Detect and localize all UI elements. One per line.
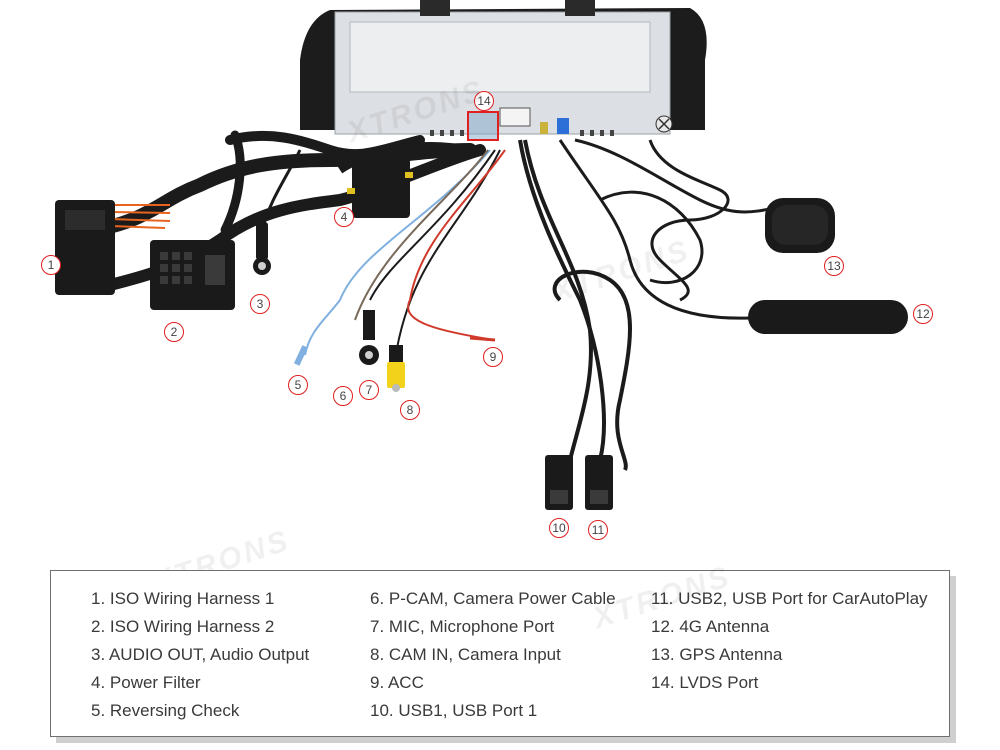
legend-item: 8. CAM IN, Camera Input [370, 645, 561, 664]
callout-13: 13 [824, 256, 844, 276]
svg-text:10: 10 [552, 521, 566, 535]
signal-wires [304, 149, 506, 361]
svg-text:11: 11 [592, 523, 605, 537]
legend-item: 1. ISO Wiring Harness 1 [91, 589, 275, 608]
svg-text:2: 2 [171, 325, 178, 339]
legend-column-2: 6. P-CAM, Camera Power Cable 7. MIC, Mic… [370, 585, 616, 725]
gps-antenna [765, 198, 835, 253]
wiring-diagram: 1 2 3 4 5 6 7 8 9 10 11 12 13 14 [41, 0, 933, 540]
legend: XTRONS 1. ISO Wiring Harness 1 2. ISO Wi… [50, 560, 950, 737]
usb2-connector [585, 455, 613, 510]
callout-14: 14 [474, 91, 494, 111]
svg-text:8: 8 [407, 403, 414, 417]
legend-item: 2. ISO Wiring Harness 2 [91, 617, 275, 636]
cam-in-rca [387, 345, 405, 392]
4g-antenna [748, 300, 908, 334]
callout-9: 9 [483, 347, 503, 367]
legend-item: 12. 4G Antenna [651, 617, 770, 636]
legend-item: 5. Reversing Check [91, 701, 240, 720]
callout-4: 4 [334, 207, 354, 227]
legend-column-3: 11. USB2, USB Port for CarAutoPlay 12. 4… [651, 585, 928, 697]
legend-item: 9. ACC [370, 673, 424, 692]
usb1-connector [545, 455, 573, 510]
acc-wire-tip [469, 336, 496, 342]
callout-6: 6 [333, 386, 353, 406]
reversing-check-tip [293, 345, 308, 366]
head-unit [300, 0, 707, 136]
audio-out-cable [253, 149, 302, 275]
svg-text:6: 6 [340, 389, 347, 403]
svg-text:1: 1 [48, 258, 55, 272]
orange-wires [109, 204, 171, 229]
legend-item: 11. USB2, USB Port for CarAutoPlay [651, 589, 928, 608]
callout-5: 5 [288, 375, 308, 395]
svg-text:9: 9 [490, 350, 497, 364]
iso-connector-1 [55, 200, 115, 295]
legend-item: 13. GPS Antenna [651, 645, 783, 664]
svg-text:7: 7 [366, 383, 373, 397]
svg-text:3: 3 [257, 297, 264, 311]
callout-8: 8 [400, 400, 420, 420]
iso-connector-2 [150, 240, 235, 310]
svg-text:12: 12 [916, 307, 930, 321]
legend-column-1: 1. ISO Wiring Harness 1 2. ISO Wiring Ha… [91, 585, 309, 725]
callout-1: 1 [41, 255, 61, 275]
callout-12: 12 [913, 304, 933, 324]
callout-2: 2 [164, 322, 184, 342]
lvds-highlight [467, 111, 499, 141]
svg-text:4: 4 [341, 210, 348, 224]
antenna-cables [558, 138, 791, 320]
svg-text:14: 14 [477, 94, 491, 108]
callout-11: 11 [588, 520, 608, 540]
callout-10: 10 [549, 518, 569, 538]
legend-item: 7. MIC, Microphone Port [370, 617, 555, 636]
power-filter [337, 142, 471, 218]
svg-text:13: 13 [827, 259, 841, 273]
legend-item: 3. AUDIO OUT, Audio Output [91, 645, 310, 664]
svg-text:5: 5 [295, 378, 302, 392]
legend-item: 4. Power Filter [91, 673, 201, 692]
legend-item: 6. P-CAM, Camera Power Cable [370, 589, 616, 608]
usb-cables [518, 139, 632, 471]
legend-item: 10. USB1, USB Port 1 [370, 701, 538, 720]
callout-3: 3 [250, 294, 270, 314]
callout-7: 7 [359, 380, 379, 400]
mic-port [359, 310, 379, 365]
legend-item: 14. LVDS Port [651, 673, 759, 692]
